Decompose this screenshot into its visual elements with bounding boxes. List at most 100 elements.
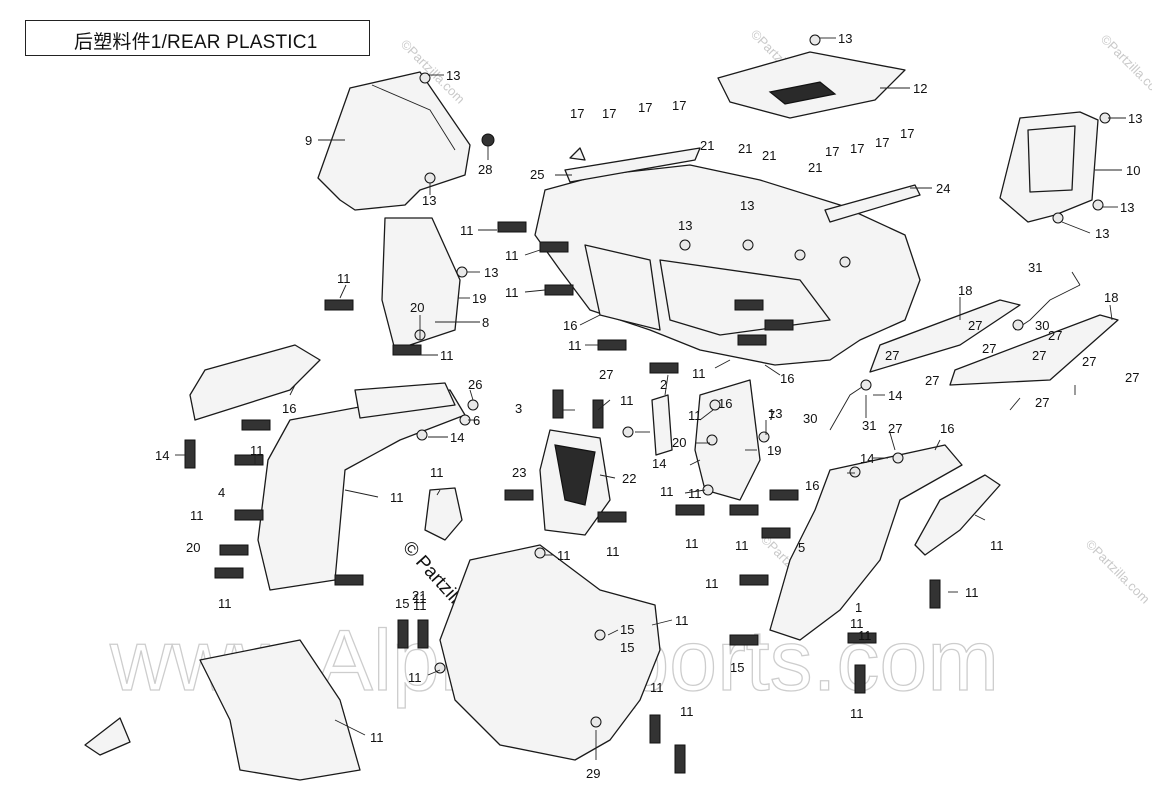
callout-label: 11 [705, 576, 719, 591]
callout-label: 13 [422, 193, 436, 208]
callout-label: 28 [478, 162, 492, 177]
callout-label: 13 [1095, 226, 1109, 241]
callout-label: 13 [838, 31, 852, 46]
callout-label: 11 [408, 670, 422, 685]
callout-label: 11 [505, 285, 519, 300]
callout-label: 11 [413, 591, 427, 606]
part-4-left-fender [257, 382, 466, 591]
callout-label: 18 [1104, 290, 1118, 305]
callout-label: 29 [586, 766, 600, 781]
part-23-center-panel [539, 429, 611, 536]
callout-label: 17 [900, 126, 914, 141]
callout-label: 16 [718, 396, 732, 411]
diagram-title: 后塑料件1/REAR PLASTIC1 [74, 32, 318, 53]
callout-label: 13 [1128, 111, 1142, 126]
callout-label: 16 [563, 318, 577, 333]
callout-label: 27 [1048, 328, 1062, 343]
callout-label: 10 [1126, 163, 1140, 178]
part-6-step-panel [189, 344, 321, 421]
callout-label: 17 [825, 144, 839, 159]
callout-label: 26 [468, 377, 482, 392]
callout-label: 11 [990, 538, 1004, 553]
callout-label: 27 [599, 367, 613, 382]
callout-label: 17 [638, 100, 652, 115]
callout-label: 20 [410, 300, 424, 315]
callout-label: 11 [965, 585, 979, 600]
callout-label: 18 [958, 283, 972, 298]
callout-label: 17 [672, 98, 686, 113]
callout-label: 27 [1035, 395, 1049, 410]
callout-label: 27 [1125, 370, 1139, 385]
exploded-view-indicator-icon [84, 717, 131, 756]
callout-label: 27 [982, 341, 996, 356]
callout-label: 7 [768, 408, 775, 423]
callout-label: 20 [186, 540, 200, 555]
callout-label: 16 [282, 401, 296, 416]
callout-label: 17 [875, 135, 889, 150]
callout-label: 17 [850, 141, 864, 156]
callout-label: 15 [730, 660, 744, 675]
callout-label: 11 [568, 338, 582, 353]
callout-label: 24 [936, 181, 950, 196]
callout-label: 13 [740, 198, 754, 213]
part-2-rear-body [534, 147, 921, 366]
callout-label: 14 [860, 451, 874, 466]
callout-leaders [175, 37, 1126, 760]
callout-label: 31 [1028, 260, 1042, 275]
callout-label: 21 [762, 148, 776, 163]
callout-label: 1 [855, 600, 862, 615]
callout-label: 21 [412, 588, 426, 603]
callout-label: 11 [688, 408, 702, 423]
callout-label: 11 [735, 538, 749, 553]
callout-label: 11 [660, 484, 674, 499]
callout-label: 2 [660, 377, 667, 392]
callout-label: 3 [515, 401, 522, 416]
partzilla-watermark-2: ©Partzilla.com [1098, 32, 1152, 102]
callout-label: 12 [913, 81, 927, 96]
callout-label: 11 [337, 271, 351, 286]
callout-label: 13 [446, 68, 460, 83]
callout-label: 11 [390, 490, 404, 505]
callout-label: 27 [925, 373, 939, 388]
callout-label: 6 [473, 413, 480, 428]
callout-label: 27 [885, 348, 899, 363]
part-5-side-panel [914, 474, 1001, 556]
callout-labels: 13 12 13 9 28 13 17 17 17 17 25 21 21 21… [155, 31, 1142, 781]
callout-label: 11 [850, 706, 864, 721]
callout-label: 11 [413, 598, 427, 613]
callout-label: 14 [155, 448, 169, 463]
part-3-right-fender [769, 444, 963, 641]
callout-label: 11 [850, 616, 864, 631]
callout-label: 11 [688, 486, 702, 501]
callout-label: 11 [858, 628, 872, 643]
callout-label: 23 [512, 465, 526, 480]
callout-label: 27 [1032, 348, 1046, 363]
callout-label: 20 [672, 435, 686, 450]
callout-label: 4 [218, 485, 225, 500]
part-29-floor-mat [199, 639, 361, 781]
callout-label: 11 [190, 508, 204, 523]
callout-label: 11 [505, 248, 519, 263]
callout-label: 19 [472, 291, 486, 306]
callout-label: 14 [652, 456, 666, 471]
part-22-cap [424, 487, 463, 541]
callout-label: 31 [862, 418, 876, 433]
part-18-heat-shields [869, 299, 1119, 386]
callout-label: 11 [370, 730, 384, 745]
callout-label: 25 [530, 167, 544, 182]
callout-label: 27 [888, 421, 902, 436]
callout-label: 11 [606, 544, 620, 559]
callout-label: 13 [484, 265, 498, 280]
callout-label: 15 [620, 640, 634, 655]
callout-label: 11 [692, 366, 706, 381]
callout-label: 11 [460, 223, 474, 238]
callout-label: 21 [700, 138, 714, 153]
part-7-bracket [694, 379, 761, 501]
callout-label: 14 [450, 430, 464, 445]
callout-label: 11 [685, 536, 699, 551]
callout-label: 21 [808, 160, 822, 175]
callout-label: 13 [768, 406, 782, 421]
callout-label: 21 [738, 141, 752, 156]
callout-label: 22 [622, 471, 636, 486]
